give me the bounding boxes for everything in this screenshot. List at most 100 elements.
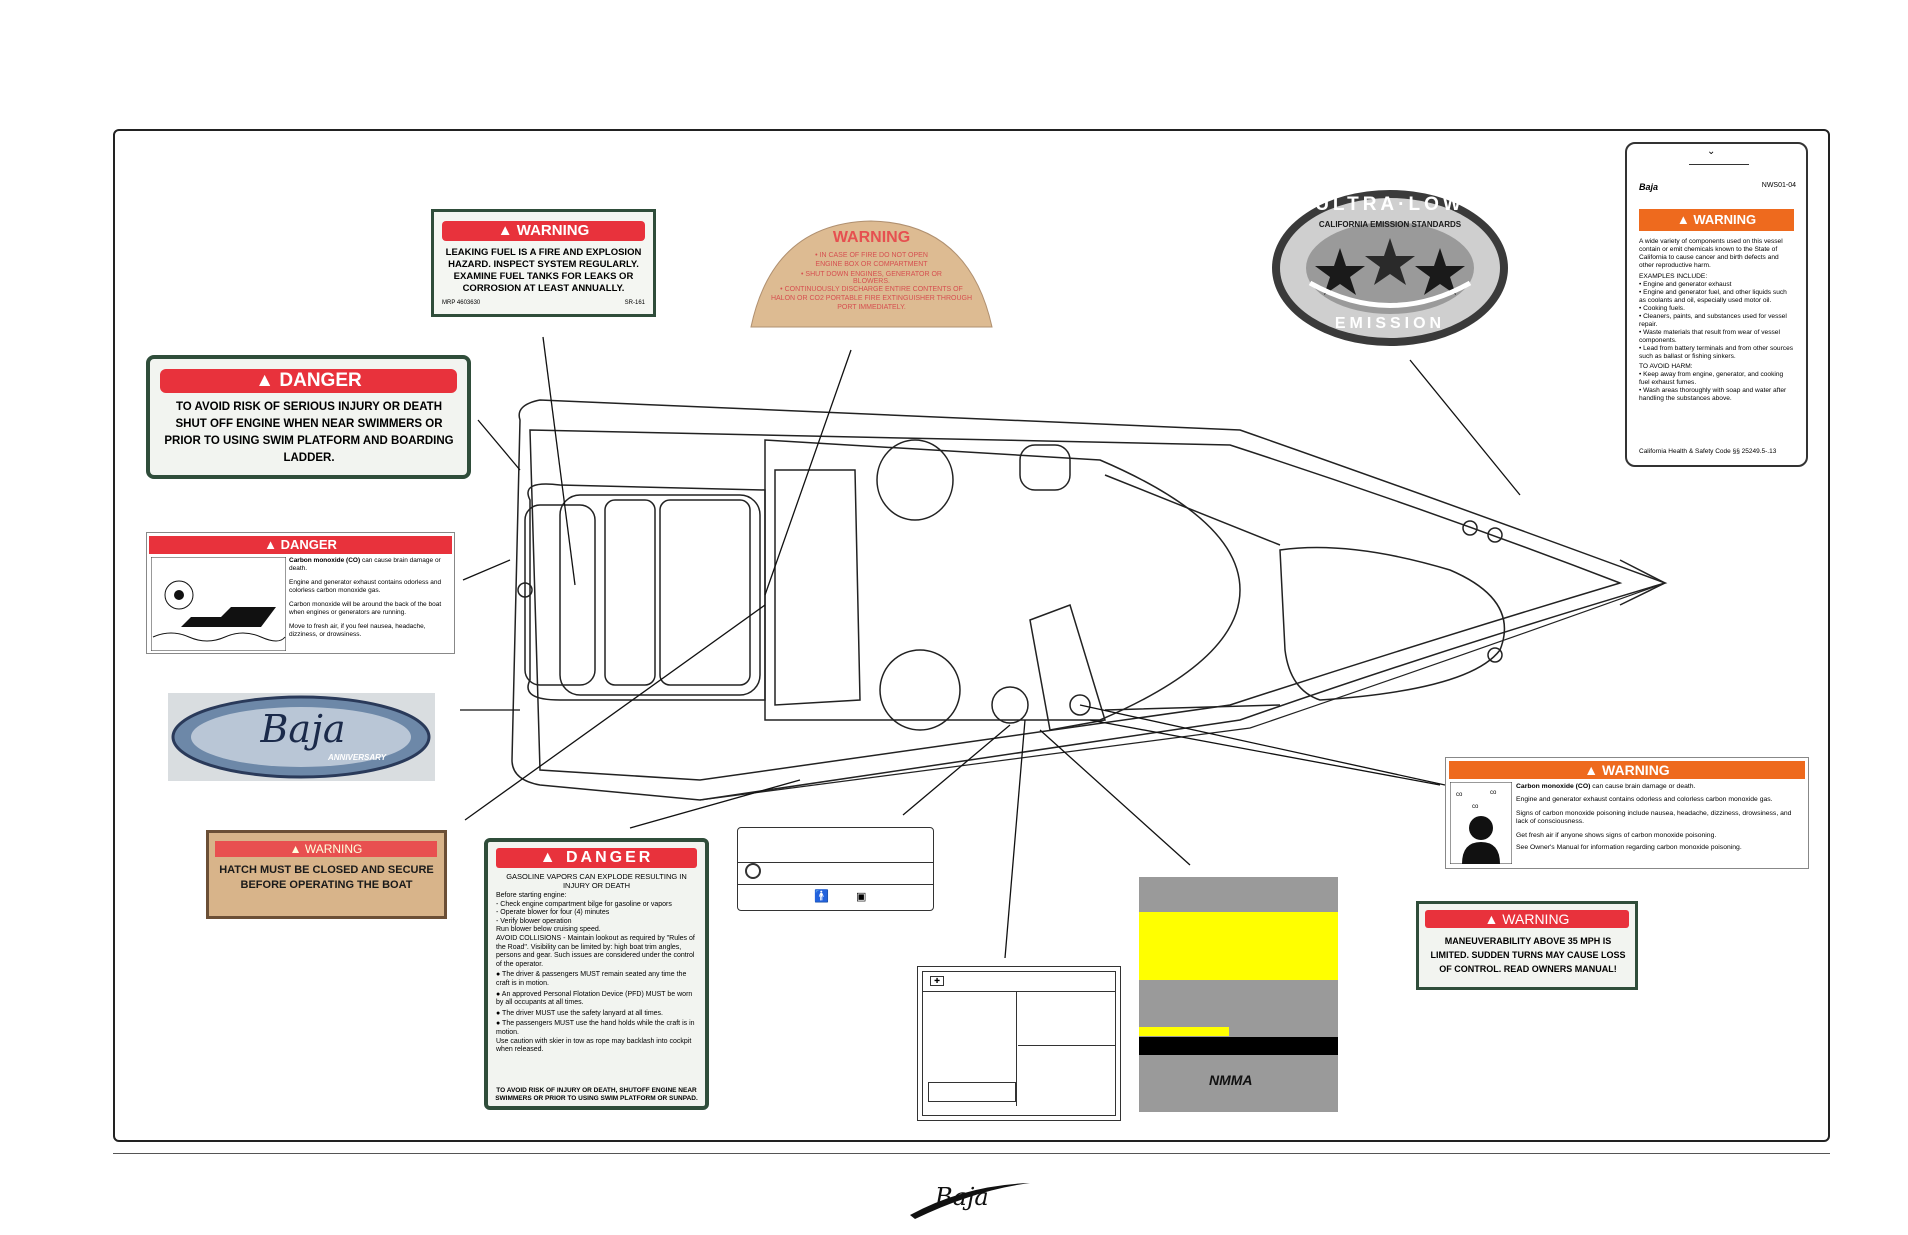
danger-gas-line: Run blower below cruising speed. — [496, 926, 601, 934]
nmma-yellow-band — [1139, 912, 1338, 980]
plate-rule — [1018, 1045, 1116, 1046]
baja-logo-swoosh — [910, 1183, 1030, 1219]
danger-gas-line: ● The driver & passengers MUST remain se… — [496, 971, 687, 987]
helm-gauge — [1069, 694, 1091, 716]
danger-gas-label: ▲ DANGER GASOLINE VAPORS CAN EXPLODE RES… — [484, 838, 709, 1110]
luggage-icon: ▣ — [856, 891, 867, 903]
hatch-heading: ▲ WARNING — [215, 841, 437, 857]
anniversary-badge-sub: ANNIVERSARY — [328, 753, 387, 762]
danger-gas-line: ● The driver MUST use the safety lanyard… — [496, 1009, 663, 1017]
emission-badge: ULTRA·LOW CALIFORNIA EMISSION STANDARDS … — [1270, 188, 1510, 348]
capacity-label: 🚹 ▣ — [737, 827, 934, 911]
plate-inner-border — [922, 971, 1116, 1116]
bow-cleat-2 — [1487, 527, 1503, 543]
capacity-circle-icon — [745, 863, 761, 879]
danger-gas-line: ● An approved Personal Flotation Device … — [496, 990, 693, 1007]
danger-co-p4: Move to fresh air, if you feel nausea, h… — [289, 623, 426, 638]
danger-gas-sub: GASOLINE VAPORS CAN EXPLODE RESULTING IN… — [506, 872, 687, 890]
seat-panel-2 — [659, 499, 751, 686]
rear-hatch — [524, 504, 596, 686]
steering-wheel — [991, 686, 1029, 724]
tag-rule — [1689, 164, 1749, 165]
warning-co-p2: Engine and generator exhaust contains od… — [1516, 796, 1773, 804]
warning-fuel-code-left: MRP 4603630 — [442, 300, 481, 306]
danger-co-label: ▲ DANGER Carbon monoxide (CO) can cause … — [146, 532, 455, 654]
anniversary-badge-graphic — [168, 693, 435, 781]
engine-hatch — [559, 494, 761, 696]
svg-text:co: co — [1472, 804, 1479, 810]
anniversary-badge-text: Baja — [260, 707, 346, 751]
danger-swim-body: TO AVOID RISK OF SERIOUS INJURY OR DEATH… — [164, 401, 454, 464]
danger-gas-line: - Check engine compartment bilge for gas… — [496, 900, 672, 908]
emission-top: ULTRA·LOW — [1315, 194, 1465, 215]
svg-text:co: co — [1456, 792, 1463, 798]
warning-fuel-heading: ▲ WARNING — [442, 221, 645, 241]
warning-fire-label: WARNING • IN CASE OF FIRE DO NOT OPEN EN… — [743, 215, 1000, 332]
windshield — [1029, 604, 1106, 731]
nmma-logo: NMMA — [1209, 1072, 1253, 1088]
bow-walkway — [1104, 474, 1281, 711]
warning-co-p3: Signs of carbon monoxide poisoning inclu… — [1516, 809, 1792, 826]
plate-col-rule — [1016, 991, 1017, 1106]
prop65-tag: ⌄ Baja NWS01-04 ▲ WARNING A wide variety… — [1625, 142, 1808, 467]
warning-fire-shape — [750, 220, 993, 328]
certification-plate: ✚ — [917, 966, 1121, 1121]
svg-text:co: co — [1490, 790, 1497, 796]
danger-co-p2: Engine and generator exhaust contains od… — [289, 579, 442, 594]
tag-hole: ⌄ — [1707, 146, 1716, 157]
danger-gas-heading: ▲ DANGER — [496, 848, 697, 868]
danger-swim-label: ▲ DANGER TO AVOID RISK OF SERIOUS INJURY… — [146, 355, 471, 479]
emission-badge-graphic — [1272, 190, 1508, 346]
emission-bottom: EMISSION — [1334, 315, 1446, 332]
star-icon — [1415, 248, 1465, 295]
flag-icon: ✚ — [930, 976, 944, 986]
baja-footer-logo: Baja — [905, 1175, 1035, 1225]
warning-maneuver-body: MANEUVERABILITY ABOVE 35 MPH IS LIMITED.… — [1430, 936, 1626, 974]
prop65-example: • Lead from battery terminals and from o… — [1639, 345, 1794, 360]
prop65-avoid: • Keep away from engine, generator, and … — [1639, 371, 1784, 386]
warning-co-heading: ▲ WARNING — [1449, 761, 1805, 779]
warning-fuel-body: LEAKING FUEL IS A FIRE AND EXPLOSION HAZ… — [445, 247, 642, 294]
star-icon — [1315, 248, 1365, 295]
plate-box — [928, 1082, 1016, 1102]
danger-swim-heading: ▲ DANGER — [160, 369, 457, 393]
diagram-frame — [113, 129, 1830, 1142]
danger-gas-line: ● The passengers MUST use the hand holds… — [496, 1020, 695, 1036]
warning-co-p5: See Owner's Manual for information regar… — [1516, 844, 1742, 852]
warning-maneuver-label: ▲ WARNING MANEUVERABILITY ABOVE 35 MPH I… — [1416, 901, 1638, 990]
nmma-label: NMMA — [1139, 877, 1338, 1112]
warning-co-label: ▲ WARNING co co co Carbon monoxide (CO) ca… — [1445, 757, 1809, 869]
star-icon — [1365, 238, 1415, 285]
baja-logo-text: Baja — [935, 1183, 989, 1211]
prop65-intro: A wide variety of components used on thi… — [1639, 238, 1783, 269]
danger-co-p3: Carbon monoxide will be around the back … — [289, 601, 442, 616]
danger-co-text: Carbon monoxide (CO) can cause brain dam… — [289, 557, 449, 639]
prop65-heading: ▲ WARNING — [1639, 209, 1794, 231]
danger-co-heading: ▲ DANGER — [149, 536, 452, 554]
prop65-example: • Waste materials that result from wear … — [1639, 329, 1780, 344]
bow-seating — [1279, 546, 1506, 701]
warning-fire-line2: • SHUT DOWN ENGINES, GENERATOR OR BLOWER… — [801, 271, 942, 285]
danger-gas-line: Use caution with skier in tow as rope ma… — [496, 1037, 692, 1054]
warning-co-p4: Get fresh air if anyone shows signs of c… — [1516, 831, 1717, 839]
emission-arc: CALIFORNIA EMISSION STANDARDS — [1318, 220, 1462, 229]
helm-seat-bottom — [879, 649, 961, 731]
bow-cleat-1 — [1462, 520, 1478, 536]
person-icon: 🚹 — [814, 889, 829, 903]
prop65-footer: California Health & Safety Code §§ 25249… — [1639, 448, 1777, 455]
plate-rule — [922, 991, 1116, 992]
warning-fire-heading: WARNING — [832, 229, 911, 246]
danger-co-p1: Carbon monoxide (CO) can cause brain dam… — [289, 557, 441, 572]
warning-maneuver-heading: ▲ WARNING — [1425, 910, 1629, 928]
baja-mini-logo: Baja — [1639, 182, 1659, 192]
warning-fuel-label: ▲ WARNING LEAKING FUEL IS A FIRE AND EXP… — [431, 209, 656, 317]
cockpit — [764, 439, 1241, 721]
warning-co-p1: Carbon monoxide (CO) can cause brain dam… — [1516, 783, 1696, 790]
co-head-icon: co co co — [1450, 782, 1512, 864]
danger-gas-line: AVOID COLLISIONS - Maintain lookout as r… — [496, 934, 695, 968]
companion-seat — [1019, 444, 1071, 491]
prop65-avoid-heading: TO AVOID HARM: — [1639, 363, 1693, 370]
warning-fire-line1: • IN CASE OF FIRE DO NOT OPEN ENGINE BOX… — [815, 252, 928, 268]
hull-inner — [529, 429, 1623, 781]
